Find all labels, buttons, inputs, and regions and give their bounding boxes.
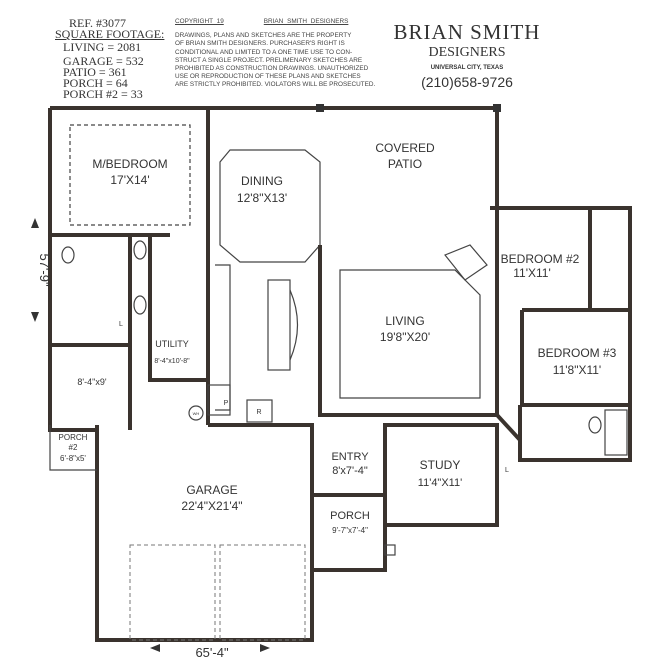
notice-line: CONDITIONAL AND LIMITED TO A ONE TIME US… (175, 48, 353, 56)
overall-dimensions: 57'-9" 65'-4" (31, 218, 270, 660)
sqft-title: SQUARE FOOTAGE: (55, 27, 165, 41)
brand-phone: (210)658-9726 (421, 74, 513, 90)
sqft-porch: PORCH = 64 (63, 76, 128, 90)
walls (48, 104, 632, 642)
dim-entry: 8'x7'-4" (332, 465, 368, 477)
dim-closet: 8'-4"x9' (77, 377, 106, 387)
brand-name: BRIAN SMITH (393, 20, 541, 44)
sink-icon (133, 295, 147, 315)
label-bed3: BEDROOM #3 (538, 346, 617, 360)
sqft-porch2: PORCH #2 = 33 (63, 87, 143, 101)
designer-brand: BRIAN SMITH DESIGNERS UNIVERSAL CITY, TE… (392, 20, 542, 90)
water-heater-label: WH (193, 411, 200, 416)
water-heater-icon (188, 405, 204, 421)
label-dining: DINING (241, 174, 283, 188)
column (493, 104, 501, 112)
label-study: STUDY (420, 458, 461, 472)
label-porch2: PORCH (59, 433, 88, 442)
bathtub-icon (604, 409, 628, 456)
label-entry: ENTRY (331, 451, 369, 463)
garage-door-left (129, 544, 216, 641)
brand-sub: DESIGNERS (428, 45, 506, 60)
label-living: LIVING (385, 314, 424, 328)
label-mbed: M/BEDROOM (92, 157, 167, 171)
toilet-icon (588, 416, 602, 434)
linen-label: L (119, 321, 123, 328)
dim-utility: 8'-4"x10'-8" (154, 358, 190, 365)
width-dimension: 65'-4" (195, 645, 229, 660)
dim-mbed: 17'X14' (110, 173, 149, 187)
notice-line: DRAWINGS, PLANS AND SKETCHES ARE THE PRO… (175, 32, 352, 40)
refrigerator-label: R (256, 409, 261, 416)
dim-living: 19'8"X20' (380, 330, 430, 344)
label-patio-2: PATIO (388, 157, 422, 171)
linen-label-2: L (505, 467, 509, 474)
notice-line: STRUCT A SINGLE PROJECT. PRELIMENARY SKE… (175, 56, 363, 64)
pantry-label: P (224, 400, 229, 407)
sqft-patio: PATIO = 361 (63, 65, 127, 79)
label-porch: PORCH (330, 510, 370, 522)
label-porch2-num: #2 (69, 443, 78, 452)
dim-porch2: 6'-8"x5' (60, 454, 86, 463)
post (384, 544, 396, 556)
notice-line: USE OR REPRODUCTION OF THESE PLANS AND S… (175, 73, 361, 81)
sqft-garage: GARAGE = 532 (63, 54, 144, 68)
copyright-left: COPYRIGHT 19 (175, 18, 224, 25)
label-patio: COVERED (375, 141, 435, 155)
label-utility: UTILITY (155, 339, 189, 349)
brand-city: UNIVERSAL CITY, TEXAS (430, 65, 504, 71)
notice-line: OF BRIAN SMITH DESIGNERS. PURCHASER'S RI… (175, 40, 345, 48)
dim-bed3: 11'8"X11' (553, 363, 601, 377)
sink-icon (133, 240, 147, 260)
depth-dimension: 57'-9" (37, 253, 52, 287)
dim-dining: 12'8"X13' (237, 191, 287, 205)
label-bed2: BEDROOM #2 (501, 252, 580, 266)
room-labels: M/BEDROOM 17'X14' DINING 12'8"X13' COVER… (59, 141, 617, 535)
square-footage-block: REF. #3077 SQUARE FOOTAGE: LIVING = 2081… (55, 16, 165, 101)
copyright-notice: COPYRIGHT 19 BRIAN SMITH DESIGNERS DRAWIN… (175, 18, 375, 90)
notice-line: ARE STRICTLY PROHIBITED. VIOLATORS WILL … (175, 81, 376, 89)
kitchen-island (267, 279, 291, 371)
label-garage: GARAGE (186, 483, 237, 497)
notice-line: PROHIBITED AS CONSTRUCTION DRAWINGS. UNA… (175, 65, 369, 73)
column (316, 104, 324, 112)
dim-garage: 22'4"X21'4" (181, 499, 242, 513)
dim-bed2: 11'X11' (513, 266, 551, 280)
toilet-icon (61, 246, 75, 264)
dim-porch: 9'-7"x7'-4" (332, 526, 368, 535)
garage-door-right (219, 544, 306, 641)
dim-study: 11'4"X11' (418, 477, 462, 489)
sqft-living: LIVING = 2081 (63, 40, 142, 54)
ref-number: REF. #3077 (69, 16, 127, 30)
copyright-right: BRIAN SMITH DESIGNERS (263, 18, 349, 25)
